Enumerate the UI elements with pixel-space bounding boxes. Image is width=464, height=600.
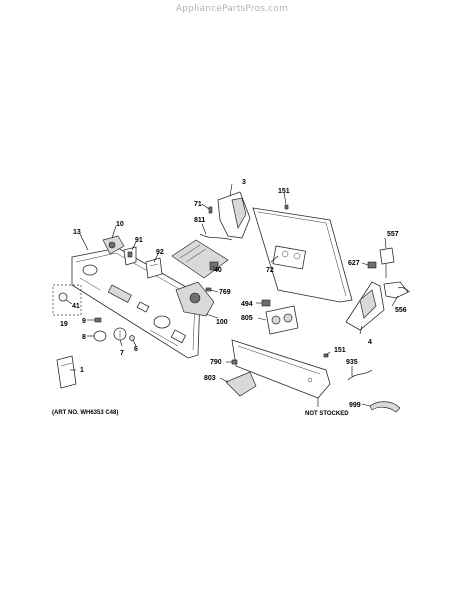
leader-lines xyxy=(65,183,399,407)
power-cord-part[interactable] xyxy=(367,247,411,299)
callout-41: 41 xyxy=(72,303,80,310)
callout-769: 769 xyxy=(219,289,231,296)
callout-6: 6 xyxy=(134,346,138,353)
bracket-91-part[interactable] xyxy=(123,246,137,266)
knob-8-part[interactable] xyxy=(93,330,107,342)
literature-part[interactable] xyxy=(56,355,77,389)
callout-556: 556 xyxy=(395,307,407,314)
callout-557: 557 xyxy=(387,231,399,238)
callout-72: 72 xyxy=(266,267,274,274)
part-9[interactable] xyxy=(94,317,102,323)
knob-7-part[interactable] xyxy=(113,327,127,341)
callout-151-top: 151 xyxy=(278,188,290,195)
callout-71: 71 xyxy=(194,201,202,208)
callout-92: 92 xyxy=(156,249,164,256)
dial-bracket-part[interactable] xyxy=(102,235,125,255)
callout-494: 494 xyxy=(241,301,253,308)
coupling-999-part[interactable] xyxy=(369,401,401,413)
screw-71-part[interactable] xyxy=(208,206,213,214)
callout-790: 790 xyxy=(210,359,222,366)
watermark: AppliancePartsPros.com xyxy=(175,4,289,14)
callout-151-lower: 151 xyxy=(334,347,346,354)
screw-151-top-part[interactable] xyxy=(284,204,289,210)
callout-627: 627 xyxy=(348,260,360,267)
callout-100: 100 xyxy=(216,319,228,326)
wire-harness-part[interactable] xyxy=(199,233,233,241)
end-cap-right-part[interactable] xyxy=(345,281,385,331)
screw-151-lower-part[interactable] xyxy=(323,353,329,358)
end-cap-part[interactable] xyxy=(217,191,251,239)
callout-4: 4 xyxy=(368,339,372,346)
callout-7: 7 xyxy=(120,350,124,357)
callout-935: 935 xyxy=(346,359,358,366)
callout-8: 8 xyxy=(82,334,86,341)
callout-9: 9 xyxy=(82,318,86,325)
screw-769-part[interactable] xyxy=(205,287,212,292)
knob-kit-box[interactable] xyxy=(52,284,82,316)
water-valve-part[interactable] xyxy=(261,299,299,335)
callout-811: 811 xyxy=(194,217,205,224)
callout-803: 803 xyxy=(204,375,216,382)
callout-19: 19 xyxy=(60,321,68,328)
part-6[interactable] xyxy=(129,335,135,341)
control-panel-part[interactable] xyxy=(71,247,201,359)
callout-3: 3 xyxy=(242,179,246,186)
callout-13: 13 xyxy=(73,229,81,236)
callout-1: 1 xyxy=(80,367,84,374)
callout-40: 40 xyxy=(214,267,222,274)
hose-935-part[interactable] xyxy=(347,369,373,381)
callout-10: 10 xyxy=(116,221,124,228)
art-number: (ART NO. WH6353 C48) xyxy=(52,410,118,416)
callout-805: 805 xyxy=(241,315,253,322)
switch-92-part[interactable] xyxy=(145,257,163,279)
callout-91: 91 xyxy=(135,237,143,244)
rear-panel-part[interactable] xyxy=(252,207,353,303)
water-valve-housing-part[interactable] xyxy=(175,281,215,317)
not-stocked-note: NOT STOCKED xyxy=(305,411,349,417)
callout-999: 999 xyxy=(349,402,361,409)
